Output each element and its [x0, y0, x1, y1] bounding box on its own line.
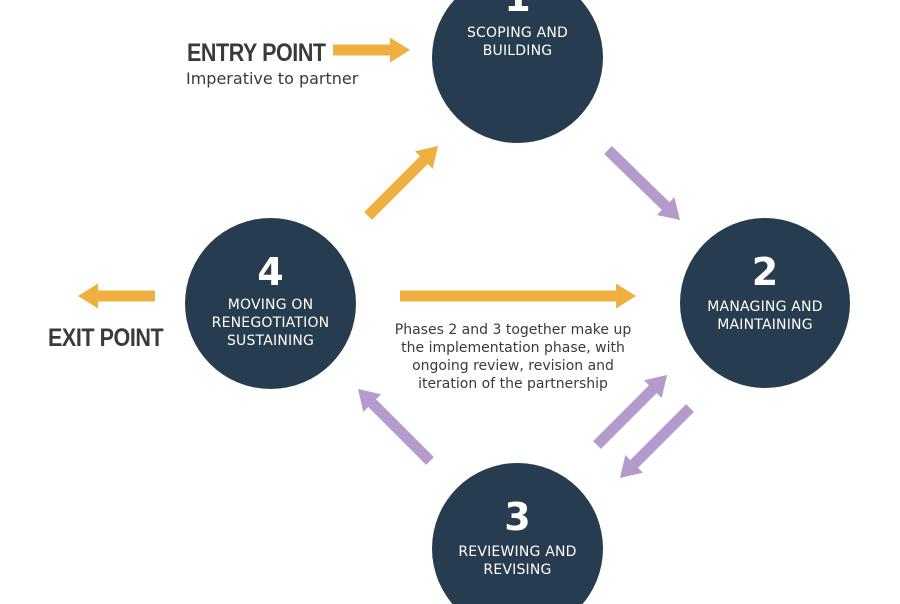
phase-label-line: MAINTAINING — [717, 317, 813, 333]
phase-label: MOVING ON RENEGOTIATION SUSTAINING — [191, 296, 350, 350]
arrow-3-to-4 — [357, 388, 434, 465]
phase-number: 3 — [504, 495, 531, 539]
arrow-2-to-3 — [620, 404, 694, 478]
exit-arrow — [78, 283, 155, 309]
phase-label-line: RENEGOTIATION — [211, 315, 330, 331]
phase-4-circle: 4 MOVING ON RENEGOTIATION SUSTAINING — [185, 218, 356, 389]
entry-point-title: ENTRY POINT — [187, 39, 326, 67]
note-line: Phases 2 and 3 together make up — [394, 322, 632, 338]
phase-label-line: SUSTAINING — [226, 333, 315, 349]
phase-label-line: BUILDING — [482, 43, 553, 59]
entry-arrow — [333, 37, 410, 63]
implementation-note: Phases 2 and 3 together make up the impl… — [378, 321, 648, 393]
phase-number: 1 — [432, 0, 603, 18]
phase-label-line: MANAGING AND — [707, 299, 823, 315]
note-line: the implementation phase, with — [401, 340, 625, 356]
phase-2-circle: 2 MANAGING AND MAINTAINING — [680, 218, 850, 388]
phase-number: 2 — [751, 250, 779, 294]
note-line: iteration of the partnership — [418, 376, 608, 392]
phase-label: MANAGING AND MAINTAINING — [686, 298, 844, 334]
phase-label-line: REVISING — [483, 562, 552, 578]
entry-point-subtitle: Imperative to partner — [186, 69, 359, 88]
phase-label: REVIEWING AND REVISING — [438, 543, 597, 579]
phase-1-circle: 1 SCOPING AND BUILDING — [432, 0, 603, 143]
phase-label-line: SCOPING AND — [466, 25, 569, 41]
arrow-4-to-2 — [400, 283, 636, 309]
note-line: ongoing review, revision and — [412, 358, 614, 374]
phase-label-line: REVIEWING AND — [458, 544, 577, 560]
phase-label-line: MOVING ON — [227, 297, 314, 313]
arrow-1-to-2 — [604, 146, 681, 220]
phase-3-circle: 3 REVIEWING AND REVISING — [432, 463, 603, 604]
phase-label: SCOPING AND BUILDING — [438, 24, 597, 60]
arrow-3-to-2 — [593, 375, 667, 449]
exit-point-title: EXIT POINT — [48, 324, 164, 352]
arrow-4-to-1 — [364, 146, 438, 220]
phase-number: 4 — [257, 250, 284, 294]
